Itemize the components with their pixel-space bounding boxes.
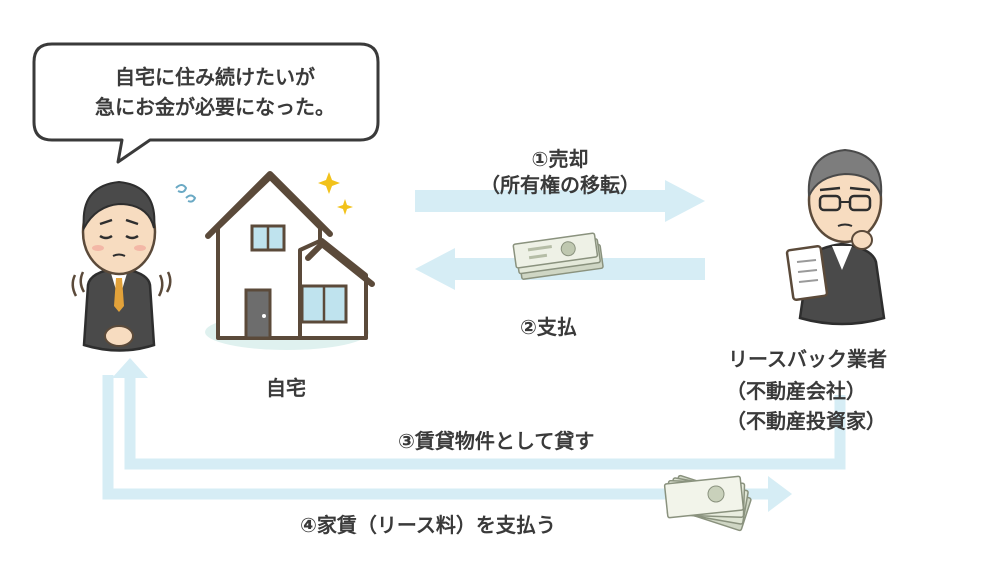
arrow-sale xyxy=(415,180,705,222)
company-sublabel-1: （不動産会社） xyxy=(726,379,866,403)
house-label: 自宅 xyxy=(266,376,306,400)
step3-label: ③賃貸物件として貸す xyxy=(398,429,595,453)
company-sublabel-2: （不動産投資家） xyxy=(726,409,886,433)
company-label: リースバック業者 xyxy=(728,347,887,371)
step1-sublabel: （所有権の移転） xyxy=(480,173,640,197)
arrow-lease xyxy=(112,358,846,470)
arrow-rent xyxy=(102,375,792,512)
step1-label: ①売却 xyxy=(531,147,589,171)
speech-line-1: 自宅に住み続けたいが xyxy=(115,65,315,89)
speech-line-2: 急にお金が必要になった。 xyxy=(95,95,335,119)
step4-label: ④家賃（リース料）を支払う xyxy=(300,513,556,537)
step2-label: ②支払 xyxy=(520,315,577,339)
